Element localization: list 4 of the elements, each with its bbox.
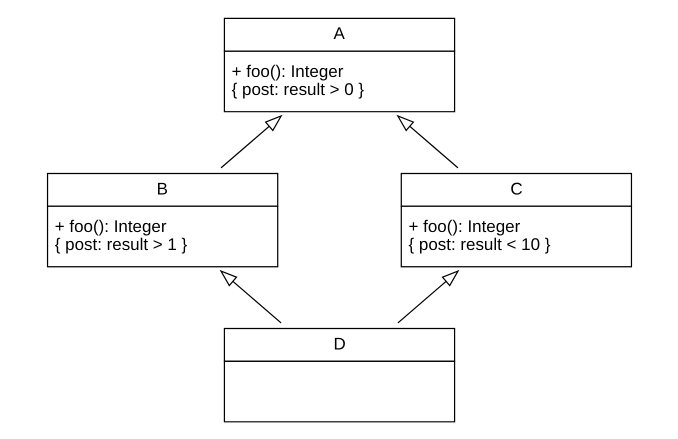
arrow	[397, 270, 459, 324]
arrow	[396, 114, 458, 168]
arrow	[219, 270, 281, 324]
arrow	[220, 114, 282, 168]
